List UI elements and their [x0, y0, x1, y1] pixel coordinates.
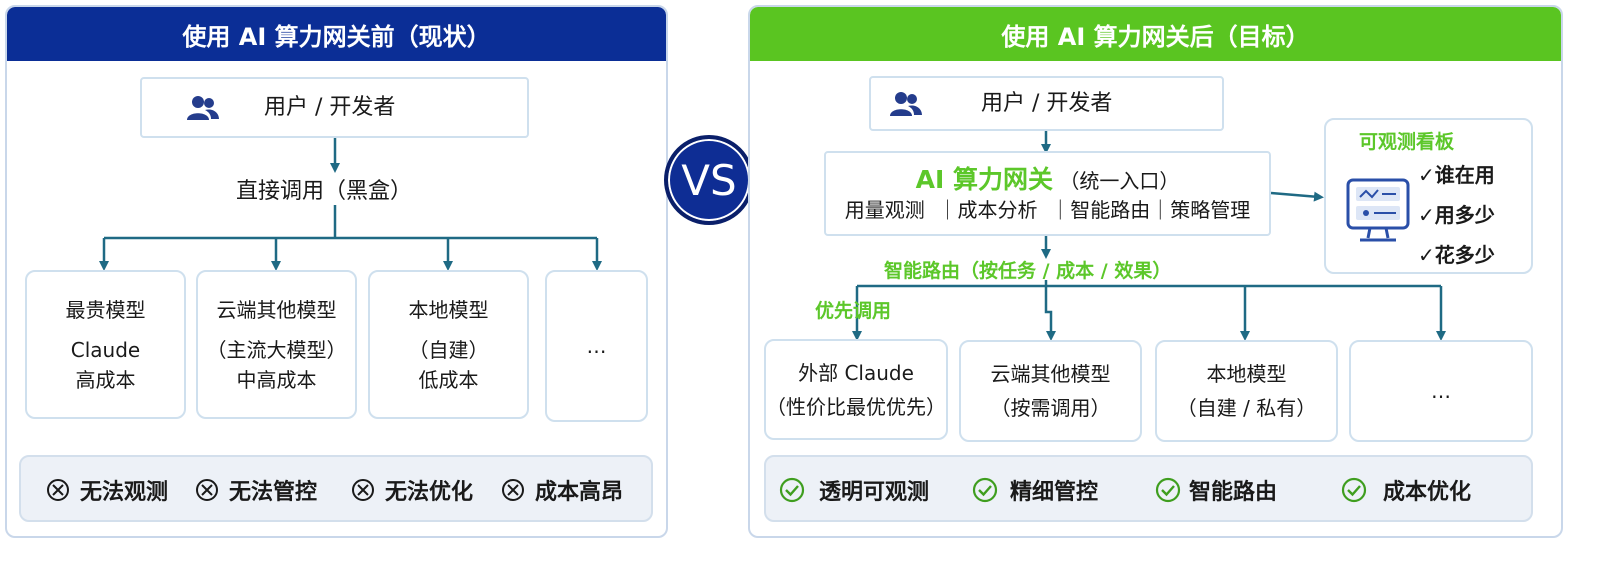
drawback-label: 无法优化 [385, 480, 474, 505]
left-model-card-1: 最贵模型 Claude 高成本 [25, 270, 186, 419]
model-ellipsis: … [586, 334, 607, 358]
drawback-label: 无法观测 [80, 480, 169, 505]
right-arrow-gateway-to-dashboard [1270, 191, 1324, 202]
gateway-features: 用量观测 ｜成本分析 ｜智能路由｜策略管理 [844, 197, 1251, 222]
drawback-item-4: 成本高昂 [501, 474, 623, 506]
right-model-card-3: 本地模型 （自建 / 私有） [1155, 340, 1338, 442]
model-cost: 高成本 [75, 367, 136, 392]
vs-label: VS [681, 155, 737, 205]
dashboard-item-who: ✓谁在用 [1418, 163, 1495, 187]
model-name: 本地模型 [1206, 362, 1287, 386]
vs-badge: VS [664, 135, 754, 225]
drawback-item-1: 无法观测 [46, 474, 168, 506]
benefit-item-2: 精细管控 [972, 474, 1098, 506]
right-benefits-bar [764, 455, 1533, 522]
model-detail: （按需调用） [990, 396, 1111, 420]
right-user-box: 用户 / 开发者 [869, 76, 1224, 131]
model-cost: 低成本 [418, 367, 479, 392]
drawback-item-3: 无法优化 [351, 474, 473, 506]
x-circle-icon [351, 478, 375, 502]
monitor-dashboard-icon [1346, 178, 1410, 256]
model-name: 本地模型 [408, 297, 489, 322]
dashboard-item-usage: ✓用多少 [1418, 203, 1495, 227]
left-model-card-3: 本地模型 （自建） 低成本 [368, 270, 529, 419]
right-model-card-4: … [1349, 340, 1533, 442]
benefit-item-1: 透明可观测 [779, 474, 929, 506]
model-detail: Claude [70, 337, 141, 362]
routing-label: 智能路由（按任务 / 成本 / 效果） [884, 260, 1172, 282]
x-circle-icon [195, 478, 219, 502]
model-cost: 中高成本 [236, 367, 317, 392]
right-panel-title: 使用 AI 算力网关后（目标） [1001, 22, 1310, 51]
left-drawbacks-bar [19, 455, 653, 522]
users-icon [889, 90, 923, 118]
model-ellipsis: … [1431, 379, 1451, 403]
left-panel-header: 使用 AI 算力网关前（现状） [7, 7, 666, 61]
right-panel-header: 使用 AI 算力网关后（目标） [750, 7, 1561, 61]
model-name: 最贵模型 [65, 297, 146, 322]
benefit-label: 透明可观测 [819, 480, 930, 505]
check-circle-icon [1341, 477, 1367, 503]
model-detail: （自建） [408, 337, 489, 362]
check-circle-icon [779, 477, 805, 503]
model-detail: （自建 / 私有） [1176, 396, 1317, 420]
dashboard-item-cost: ✓花多少 [1418, 243, 1495, 267]
drawback-item-2: 无法管控 [195, 474, 317, 506]
model-name: 云端其他模型 [990, 362, 1111, 386]
drawback-label: 无法管控 [229, 480, 318, 505]
benefit-item-4: 成本优化 [1341, 474, 1471, 506]
benefit-label: 精细管控 [1010, 480, 1099, 505]
gateway-name: AI 算力网关 [915, 165, 1053, 195]
model-detail: （主流大模型） [206, 337, 347, 362]
benefit-label: 成本优化 [1383, 480, 1472, 505]
model-name: 外部 Claude [798, 360, 914, 385]
dashboard-box: 可观测看板 ✓谁在用 ✓用多少 ✓花多少 [1324, 118, 1533, 274]
gateway-subtitle: （统一入口） [1059, 169, 1180, 194]
left-user-label: 用户 / 开发者 [264, 95, 396, 120]
benefit-label: 智能路由 [1189, 480, 1278, 505]
left-panel-title: 使用 AI 算力网关前（现状） [182, 22, 491, 51]
right-arrow-model-2 [1044, 286, 1056, 341]
gateway-box: AI 算力网关 （统一入口） 用量观测 ｜成本分析 ｜智能路由｜策略管理 [824, 151, 1271, 236]
x-circle-icon [501, 478, 525, 502]
users-icon [186, 94, 220, 122]
benefit-item-3: 智能路由 [1155, 474, 1277, 506]
right-model-card-1: 外部 Claude （性价比最优优先） [764, 339, 948, 440]
check-circle-icon [972, 477, 998, 503]
x-circle-icon [46, 478, 70, 502]
gateway-title-row: AI 算力网关 （统一入口） [916, 163, 1180, 197]
model-name: 云端其他模型 [216, 297, 337, 322]
drawback-label: 成本高昂 [535, 480, 624, 505]
priority-label: 优先调用 [815, 300, 892, 322]
right-model-card-2: 云端其他模型 （按需调用） [959, 340, 1142, 442]
left-model-card-4: … [545, 270, 648, 422]
left-direct-call-label: 直接调用（黑盒） [236, 179, 413, 204]
dashboard-title: 可观测看板 [1359, 131, 1455, 153]
right-user-label: 用户 / 开发者 [981, 91, 1113, 116]
left-user-box: 用户 / 开发者 [140, 77, 529, 138]
left-model-card-2: 云端其他模型 （主流大模型） 中高成本 [196, 270, 357, 419]
model-detail: （性价比最优优先） [766, 394, 946, 419]
check-circle-icon [1155, 477, 1181, 503]
